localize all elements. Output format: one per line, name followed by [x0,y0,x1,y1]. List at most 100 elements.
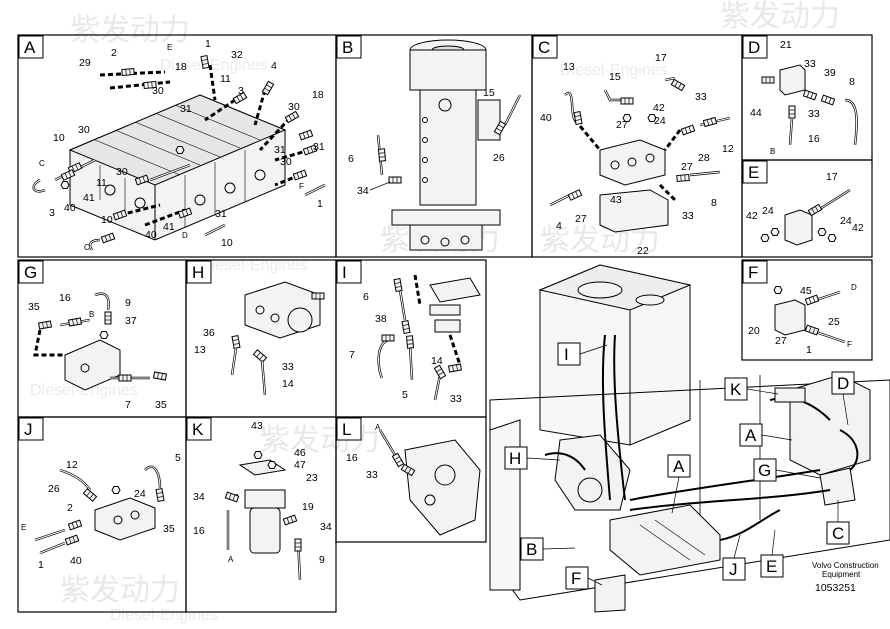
panel-b-callouts: 15 6 26 34 [348,87,505,197]
callout-label: 18 [175,61,187,73]
panel-letter: A [24,38,36,57]
callout-label: 31 [274,144,286,156]
overview-callout: D [837,374,849,393]
callout-label: 30 [116,166,128,178]
filter-unit [224,451,302,581]
callout-label: 8 [849,76,855,88]
panel-letter: G [24,263,37,282]
brand-line-1: Volvo Construction [812,561,879,570]
overview-callout: C [832,524,844,543]
overview-callout: G [758,461,771,480]
callout-label: 6 [363,291,369,303]
panel-l-callouts: A 16 33 [346,423,381,481]
callout-label: 31 [215,208,227,220]
panel-j: J 12 5 26 24 2 E 35 1 40 [17,416,187,613]
callout-label: 14 [431,355,443,367]
control-valve-block [68,94,287,241]
panel-a-callouts: 29 2 E 1 32 18 30 11 3 4 31 30 18 10 30 … [39,38,325,252]
callout-label: 17 [826,171,838,183]
panel-letter: D [748,38,760,57]
callout-label: 41 [83,192,95,204]
callout-label: 4 [556,220,562,232]
callout-label: A [375,423,381,432]
overview-callout: E [766,557,777,576]
callout-label: 2 [111,47,117,59]
hoses [376,94,522,184]
callout-label: 17 [655,52,667,64]
watermark-sub: Diesel-Engines [200,257,308,274]
callout-label: 16 [193,525,205,537]
swivel-joint [391,39,501,251]
panel-g-callouts: 35 16 9 B 37 7 35 [28,292,167,411]
valve-block [33,292,167,391]
callout-label: 35 [155,399,167,411]
panel-letter: K [192,420,204,439]
callout-label: 42 [746,210,758,222]
panel-letter: J [24,420,33,439]
panel-d-callouts: 21 33 39 8 44 33 16 B [750,39,855,156]
panel-letter: E [748,163,759,182]
callout-label: B [89,310,94,319]
callout-label: 27 [775,335,787,347]
callout-label: 40 [64,202,76,214]
callout-label: 24 [762,205,774,217]
panel-f-callouts: 45 D 20 25 27 1 F [748,283,857,356]
callout-label: 5 [175,452,181,464]
overview-callout: F [571,569,581,588]
callout-label: 30 [280,156,292,168]
watermark-text: 紫发动力 [720,0,840,33]
callout-label: 26 [48,483,60,495]
callout-label: 12 [66,459,78,471]
callout-label: 10 [221,237,233,249]
panel-b: B 15 6 26 3 [335,34,533,258]
callout-label: C [39,159,45,168]
panel-k-callouts: 43 46 47 23 34 19 16 34 A 9 [193,420,332,566]
callout-label: 33 [282,361,294,373]
panel-h-callouts: 36 13 33 14 [194,327,294,390]
pump-unit [378,429,481,536]
callout-label: 11 [220,73,231,85]
overview-callout: K [730,380,742,399]
callout-label: 1 [205,38,211,50]
callout-label: 2 [67,502,73,514]
overview-callouts: I K D A H A G B C J E F [504,342,855,590]
panel-letter: H [192,263,204,282]
panel-letter: I [342,263,347,282]
callout-label: 9 [319,554,325,566]
panel-letter: C [538,38,550,57]
callout-label: 3 [238,85,244,97]
callout-label: 20 [748,325,760,337]
callout-label: 15 [483,87,495,99]
callout-label: 39 [824,67,836,79]
callout-label: 41 [163,221,175,233]
callout-label: 8 [711,197,717,209]
overview-callout: I [564,345,569,364]
callout-label: D [851,283,857,292]
callout-label: 18 [312,89,324,101]
footer: Volvo Construction Equipment 1053251 [812,561,879,594]
panel-d: D 21 33 39 8 44 33 16 B [741,34,873,161]
panel-c: C [531,34,743,258]
callout-label: 28 [698,152,710,164]
callout-label: 15 [609,71,621,83]
callout-label: 33 [450,393,462,405]
callout-label: 46 [294,447,306,459]
callout-label: 12 [722,143,734,155]
motor-unit [230,281,325,396]
callout-label: 4 [271,60,277,72]
callout-label: 6 [348,153,354,165]
callout-label: 47 [294,459,306,471]
watermark-text: 紫发动力 [260,424,380,457]
callout-label: F [299,182,304,191]
callout-label: 1 [38,559,44,571]
callout-label: 26 [493,152,505,164]
callout-label: 29 [79,57,91,69]
callout-label: 21 [780,39,792,51]
valve-block [773,286,846,344]
panel-letter: L [342,420,351,439]
panel-e: E 17 42 24 24 42 [741,159,873,258]
callout-label: 40 [145,229,157,241]
callout-label: 19 [302,501,314,513]
callout-label: 30 [152,85,164,97]
panel-letter: B [342,38,353,57]
